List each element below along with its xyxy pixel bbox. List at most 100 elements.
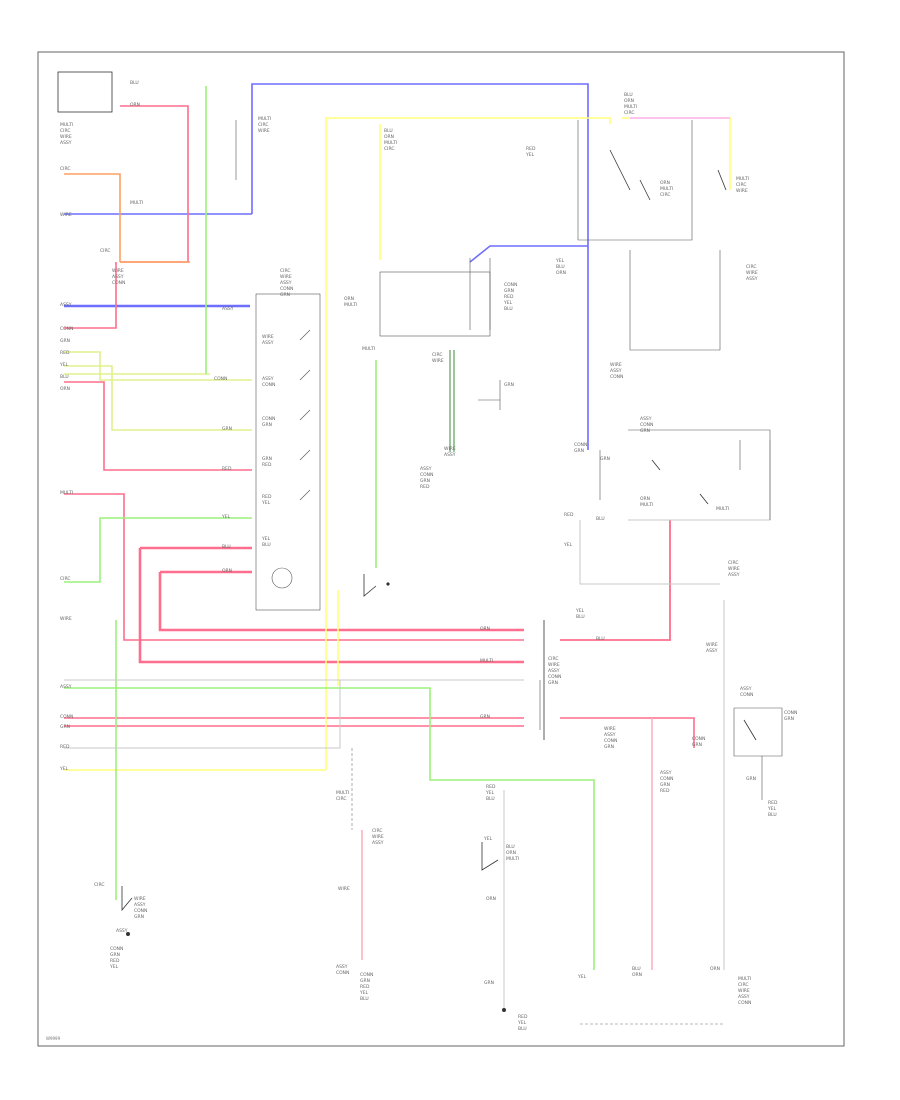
micro-label: MULTI [336, 790, 349, 796]
micro-label: BLU [596, 636, 605, 642]
micro-label: YEL [59, 362, 69, 368]
micro-label: BLU [504, 306, 513, 312]
micro-label: YEL [525, 152, 535, 158]
gray-wire-2 [64, 680, 341, 749]
micro-label: CONN [504, 282, 517, 288]
red-wire-left-lower [64, 493, 524, 641]
micro-label: YEL [485, 790, 495, 796]
micro-label: ORN [624, 98, 634, 104]
micro-label: GRN [746, 776, 756, 782]
micro-label: CIRC [258, 122, 269, 128]
micro-label: MULTI [506, 856, 519, 862]
micro-label: CONN [134, 908, 147, 914]
micro-label: WIRE [706, 642, 718, 648]
red-wire-loop-2 [158, 572, 524, 632]
micro-label: BLU [262, 542, 271, 548]
micro-label: YEL [555, 258, 565, 264]
micro-label: ASSY [740, 686, 752, 692]
micro-label: ORN [556, 270, 566, 276]
micro-label: RED [360, 984, 370, 990]
micro-label: ORN [506, 850, 516, 856]
micro-label: BLU [556, 264, 565, 270]
micro-label: WIRE [60, 616, 72, 622]
micro-label: GRN [640, 428, 650, 434]
green-wire-long [64, 687, 595, 970]
micro-label: MULTI [738, 976, 751, 982]
gray-wire-6 [628, 440, 771, 521]
dark-green-wire-group [449, 350, 455, 452]
micro-label: CONN [574, 442, 587, 448]
ground-dot-center [502, 1008, 506, 1012]
micro-label: CONN [110, 946, 123, 952]
micro-label: RED [526, 146, 536, 152]
micro-label: MULTI [130, 200, 143, 206]
micro-label: GRN [110, 952, 120, 958]
micro-label: WIRE [258, 128, 270, 134]
center-switch [363, 574, 377, 597]
micro-label: ASSY [610, 368, 622, 374]
micro-label: CIRC [736, 182, 747, 188]
micro-label: CIRC [548, 656, 559, 662]
micro-label: GRN [604, 744, 614, 750]
micro-label: RED [420, 484, 430, 490]
micro-label: GRN [60, 338, 70, 344]
micro-label: GRN [280, 292, 290, 298]
micro-label: CIRC [372, 828, 383, 834]
micro-label: GRN [134, 914, 144, 920]
micro-label: RED [768, 800, 778, 806]
micro-label: CONN [280, 286, 293, 292]
micro-label: ASSY [746, 276, 758, 282]
micro-label: ASSY [262, 376, 274, 382]
red-wire-right [560, 520, 671, 641]
micro-label: BLU [486, 796, 495, 802]
micro-label: WIRE [736, 188, 748, 194]
micro-label: MULTI [736, 176, 749, 182]
micro-label: ORN [60, 386, 70, 392]
micro-label: ORN [660, 180, 670, 186]
micro-label: WIRE [262, 334, 274, 340]
micro-label: CONN [738, 1000, 751, 1006]
micro-label: WIRE [60, 134, 72, 140]
label-group: MULTICIRCWIREASSYCIRCWIREASSYCONNGRNREDY… [59, 80, 797, 1032]
micro-label: ASSY [548, 668, 560, 674]
micro-label: ASSY [134, 902, 146, 908]
micro-label: MULTI [480, 658, 493, 664]
relay-assembly-outline [577, 120, 693, 241]
micro-label: WIRE [134, 896, 146, 902]
right-module-outline [629, 250, 721, 351]
micro-label: ASSY [262, 340, 274, 346]
micro-label: CIRC [336, 796, 347, 802]
micro-label: YEL [261, 500, 271, 506]
micro-label: BLU [768, 812, 777, 818]
micro-label: WIRE [610, 362, 622, 368]
micro-label: ASSY [112, 274, 124, 280]
micro-label: YEL [109, 964, 119, 970]
gray-wire-3 [579, 520, 720, 585]
micro-label: ASSY [604, 732, 616, 738]
micro-label: RED [110, 958, 120, 964]
micro-label: BLU [596, 516, 605, 522]
micro-label: RED [486, 784, 496, 790]
micro-label: BLU [624, 92, 633, 98]
micro-label: CONN [262, 382, 275, 388]
micro-label: CIRC [60, 166, 71, 172]
red-wire-group [64, 105, 695, 970]
micro-label: YEL [767, 806, 777, 812]
micro-label: ASSY [640, 416, 652, 422]
micro-label: ASSY [116, 928, 128, 934]
micro-label: CONN [692, 736, 705, 742]
red-wire-top-loop [120, 105, 189, 263]
micro-label: GRN [600, 456, 610, 462]
micro-label: CIRC [660, 192, 671, 198]
micro-label: CONN [262, 416, 275, 422]
micro-label: WIRE [728, 566, 740, 572]
micro-label: MULTI [362, 346, 375, 352]
micro-label: MULTI [60, 122, 73, 128]
micro-label: ORN [222, 568, 232, 574]
micro-label: MULTI [624, 104, 637, 110]
micro-label: MULTI [258, 116, 271, 122]
yellow-wire-main [325, 117, 611, 770]
micro-label: WIRE [60, 212, 72, 218]
micro-label: YEL [359, 990, 369, 996]
